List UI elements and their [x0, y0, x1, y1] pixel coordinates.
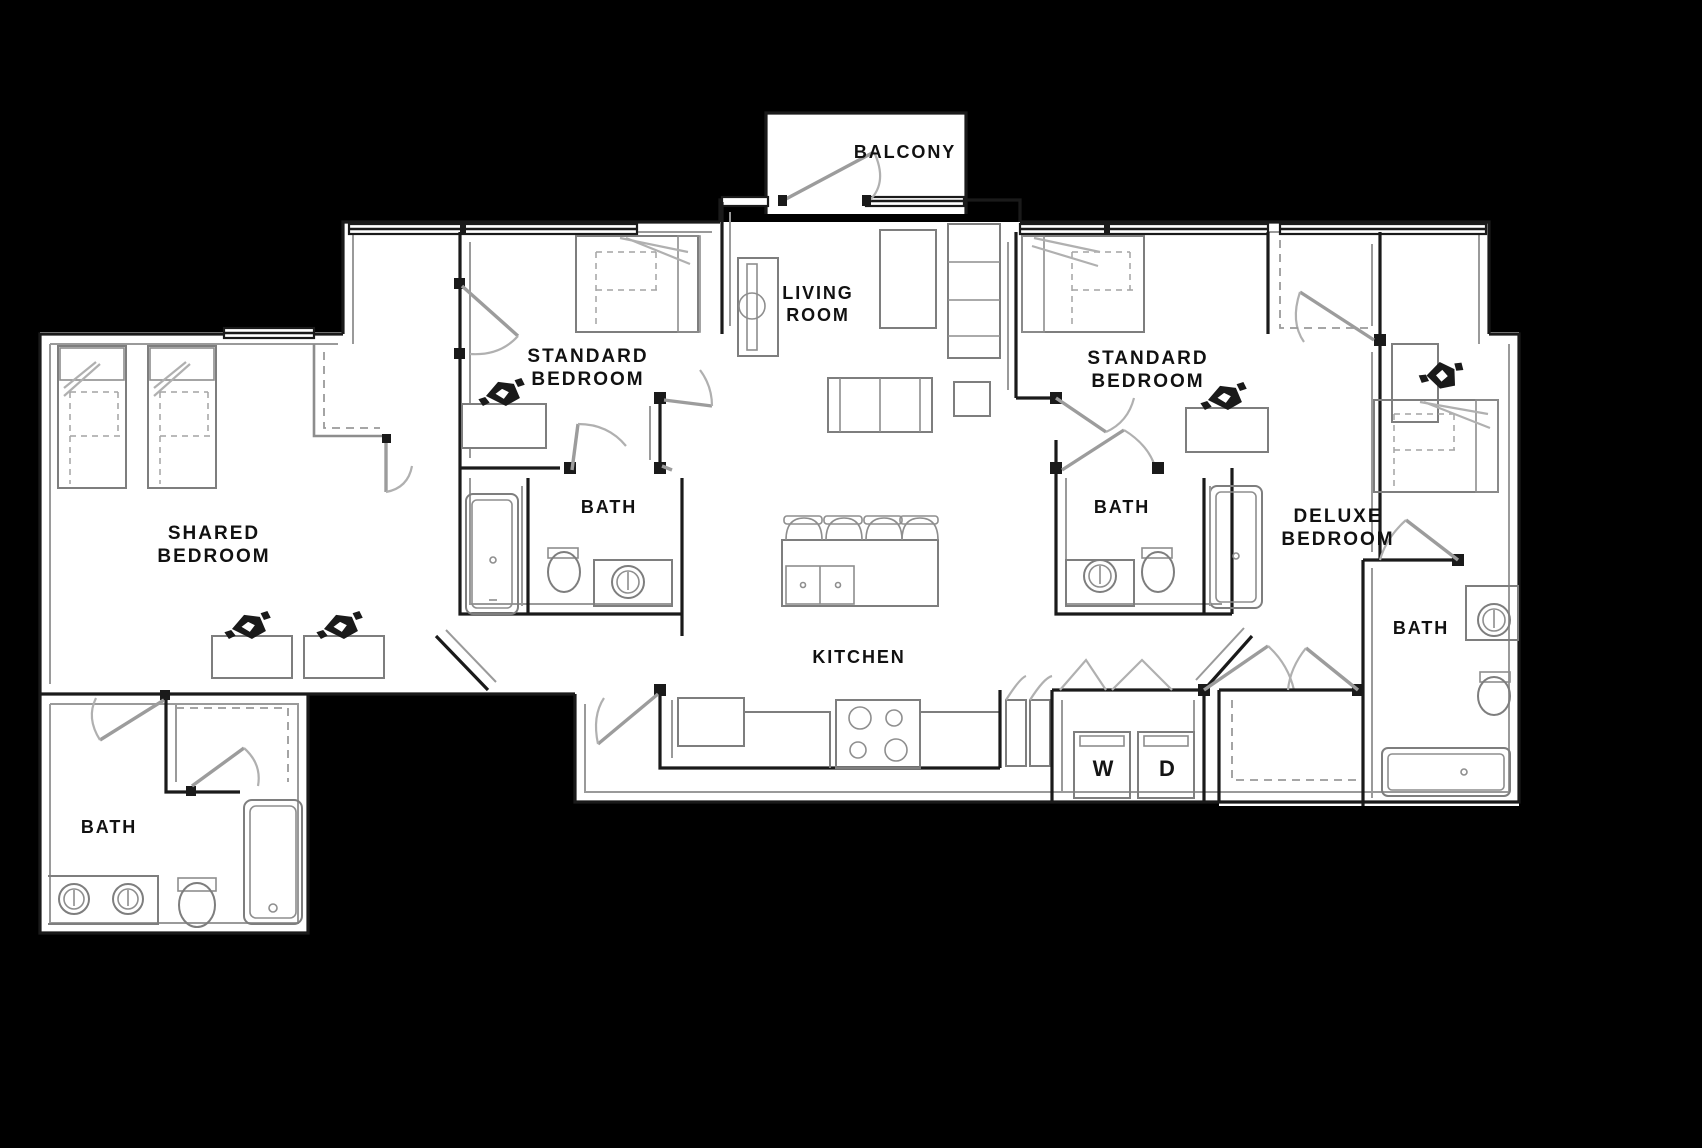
- bath-standard-left: [458, 422, 684, 616]
- standard-bedroom-right: [1016, 235, 1269, 616]
- standard-bedroom-left: [454, 232, 714, 470]
- bath-standard-right: [1065, 478, 1263, 614]
- deluxe-bedroom: [1266, 232, 1519, 806]
- kitchen-area: [434, 515, 1254, 770]
- shared-bedroom-furniture: [57, 344, 414, 679]
- laundry-closet: [1050, 644, 1363, 802]
- floor-mass: [40, 113, 1519, 933]
- shared-bath: [48, 690, 303, 928]
- exterior-walls: [38, 111, 1521, 935]
- living-room-furniture: [720, 202, 1018, 433]
- misc-doors: [1286, 646, 1364, 696]
- balcony-door: [778, 150, 882, 206]
